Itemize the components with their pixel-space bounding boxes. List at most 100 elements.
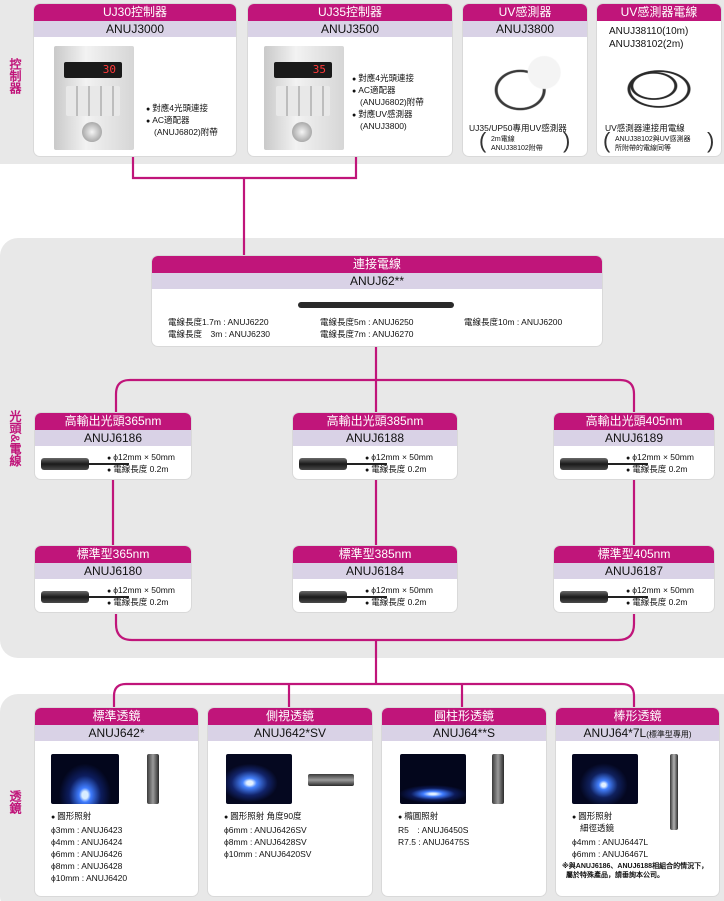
head-spec: 電線長度 0.2m bbox=[365, 596, 426, 610]
uv-cable-note: 所附帶的電線同等 bbox=[615, 145, 671, 152]
head-name: 標準型365nm bbox=[35, 546, 191, 563]
controller-note: (ANUJ6802)附帶 bbox=[154, 127, 218, 137]
cable-length: 電線長度5m : ANUJ6250 bbox=[320, 317, 414, 327]
controller-display: 30 bbox=[64, 62, 122, 78]
controller-name: UJ35控制器 bbox=[248, 4, 452, 21]
side-label-controller: 控制器 bbox=[8, 58, 22, 94]
controller-note: (ANUJ6802)附帶 bbox=[360, 97, 424, 107]
cable-length: 電線長度10m : ANUJ6200 bbox=[464, 317, 563, 327]
uv-sensor-cable-card[interactable]: UV感測器電線 ANUJ38110(10m) ANUJ38102(2m) UV感… bbox=[597, 4, 721, 156]
head-image bbox=[560, 458, 648, 470]
lens-code-row: ANUJ64*7L(標準型專用) bbox=[556, 725, 719, 741]
controller-code: ANUJ3500 bbox=[248, 21, 452, 37]
lens-line: 圓形照射 bbox=[572, 810, 612, 824]
head-spec: 電線長度 0.2m bbox=[107, 463, 168, 477]
lens-code: ANUJ642* bbox=[35, 725, 198, 741]
cable-length: 電線長度7m : ANUJ6270 bbox=[320, 329, 414, 339]
head-code: ANUJ6187 bbox=[554, 563, 714, 579]
head-spec: 電線長度 0.2m bbox=[365, 463, 426, 477]
head-image bbox=[299, 591, 387, 603]
uv-sensor-note: ANUJ38102附帶 bbox=[491, 145, 543, 152]
lens-line: ϕ6mm : ANUJ6426 bbox=[51, 849, 123, 859]
lens-name: 標準透鏡 bbox=[35, 708, 198, 725]
controller-display: 35 bbox=[274, 62, 332, 78]
uv-cable-code: ANUJ38110(10m) bbox=[609, 26, 689, 37]
head-code: ANUJ6189 bbox=[554, 430, 714, 446]
paren-close-icon: ) bbox=[563, 128, 571, 153]
uv-sensor-note: UJ35/UP50專用UV感測器 bbox=[469, 123, 567, 133]
head-spec: ϕ12mm × 50mm bbox=[107, 451, 175, 465]
head-card-std-385[interactable]: 標準型385nm ANUJ6184 ϕ12mm × 50mm 電線長度 0.2m bbox=[293, 546, 457, 612]
head-card-hp-385[interactable]: 高輸出光頭385nm ANUJ6188 ϕ12mm × 50mm 電線長度 0.… bbox=[293, 413, 457, 479]
lens-product-photo bbox=[492, 754, 504, 804]
lens-product-photo bbox=[147, 754, 159, 804]
lens-line: 橢圓照射 bbox=[398, 810, 438, 824]
controller-card-uj30[interactable]: UJ30控制器 ANUJ3000 30 對應4光頭連接 AC適配器 (ANUJ6… bbox=[34, 4, 236, 156]
head-name: 標準型405nm bbox=[554, 546, 714, 563]
head-spec: 電線長度 0.2m bbox=[626, 463, 687, 477]
head-spec: ϕ12mm × 50mm bbox=[365, 584, 433, 598]
head-name: 高輸出光頭385nm bbox=[293, 413, 457, 430]
lens-code: ANUJ64*7L bbox=[583, 726, 647, 740]
cable-length: 電線長度1.7m : ANUJ6220 bbox=[168, 317, 269, 327]
head-image bbox=[299, 458, 387, 470]
head-card-std-365[interactable]: 標準型365nm ANUJ6180 ϕ12mm × 50mm 電線長度 0.2m bbox=[35, 546, 191, 612]
lens-line: 圓形照射 角度90度 bbox=[224, 810, 301, 824]
controller-card-uj35[interactable]: UJ35控制器 ANUJ3500 35 對應4光頭連接 AC適配器 (ANUJ6… bbox=[248, 4, 452, 156]
lens-note: ※與ANUJ6186、ANUJ6188相組合的情況下， bbox=[562, 863, 709, 870]
lens-code: ANUJ64**S bbox=[382, 725, 546, 741]
uv-sensor-photo bbox=[477, 48, 573, 118]
controller-note: (ANUJ3800) bbox=[360, 121, 407, 131]
paren-close-icon: ) bbox=[707, 128, 715, 153]
lens-card-standard[interactable]: 標準透鏡 ANUJ642* 圓形照射 ϕ3mm : ANUJ6423 ϕ4mm … bbox=[35, 708, 198, 896]
controller-keypad bbox=[276, 86, 330, 116]
lens-beam-photo bbox=[226, 754, 292, 804]
uv-cable-note: UV感測器連接用電線 bbox=[605, 123, 685, 133]
head-code: ANUJ6184 bbox=[293, 563, 457, 579]
uv-sensor-note: 2m電線 bbox=[491, 136, 515, 143]
uv-sensor-card[interactable]: UV感測器 ANUJ3800 UJ35/UP50專用UV感測器 ( 2m電線 A… bbox=[463, 4, 587, 156]
lens-line: ϕ8mm : ANUJ6428 bbox=[51, 861, 123, 871]
controller-code: ANUJ3000 bbox=[34, 21, 236, 37]
head-spec: 電線長度 0.2m bbox=[626, 596, 687, 610]
head-card-std-405[interactable]: 標準型405nm ANUJ6187 ϕ12mm × 50mm 電線長度 0.2m bbox=[554, 546, 714, 612]
head-name: 高輸出光頭405nm bbox=[554, 413, 714, 430]
controller-join-line bbox=[131, 156, 358, 180]
head-spec: ϕ12mm × 50mm bbox=[626, 451, 694, 465]
controller-note: AC適配器 bbox=[146, 114, 189, 128]
paren-open-icon: ( bbox=[479, 128, 487, 153]
uv-sensor-code: ANUJ3800 bbox=[463, 21, 587, 37]
lens-code-suffix: (標準型專用) bbox=[646, 730, 692, 739]
controller-note: 對應4光頭連接 bbox=[146, 102, 208, 116]
head-card-hp-365[interactable]: 高輸出光頭365nm ANUJ6186 ϕ12mm × 50mm 電線長度 0.… bbox=[35, 413, 191, 479]
uv-cable-code2: ANUJ38102(2m) bbox=[609, 39, 684, 50]
lens-line: 細徑透鏡 bbox=[580, 823, 615, 833]
cable-name: 連接電線 bbox=[152, 256, 602, 273]
uv-cable-photo bbox=[607, 58, 711, 120]
lens-line: R5 : ANUJ6450S bbox=[398, 825, 469, 835]
head-code: ANUJ6188 bbox=[293, 430, 457, 446]
lens-card-cylindrical[interactable]: 圓柱形透鏡 ANUJ64**S 橢圓照射 R5 : ANUJ6450S R7.5… bbox=[382, 708, 546, 896]
lens-line: ϕ6mm : ANUJ6426SV bbox=[224, 825, 307, 835]
cable-card[interactable]: 連接電線 ANUJ62** 電線長度1.7m : ANUJ6220 電線長度 3… bbox=[152, 256, 602, 346]
lens-card-side-view[interactable]: 側視透鏡 ANUJ642*SV 圓形照射 角度90度 ϕ6mm : ANUJ64… bbox=[208, 708, 372, 896]
lens-name: 圓柱形透鏡 bbox=[382, 708, 546, 725]
head-card-hp-405[interactable]: 高輸出光頭405nm ANUJ6189 ϕ12mm × 50mm 電線長度 0.… bbox=[554, 413, 714, 479]
lens-card-rod[interactable]: 棒形透鏡 ANUJ64*7L(標準型專用) 圓形照射 細徑透鏡 ϕ4mm : A… bbox=[556, 708, 719, 896]
head-spec: ϕ12mm × 50mm bbox=[626, 584, 694, 598]
head-name: 高輸出光頭365nm bbox=[35, 413, 191, 430]
side-label-lens: 透鏡 bbox=[8, 790, 22, 814]
lens-line: ϕ8mm : ANUJ6428SV bbox=[224, 837, 307, 847]
lens-line: R7.5 : ANUJ6475S bbox=[398, 837, 470, 847]
lens-name: 側視透鏡 bbox=[208, 708, 372, 725]
paren-open-icon: ( bbox=[603, 128, 611, 153]
controller-note: AC適配器 bbox=[352, 84, 395, 98]
lens-product-photo bbox=[308, 774, 354, 786]
lens-line: ϕ4mm : ANUJ6424 bbox=[51, 837, 123, 847]
head-collect-line bbox=[114, 614, 636, 642]
head-image bbox=[560, 591, 648, 603]
controller-note: 對應UV感測器 bbox=[352, 108, 412, 122]
controller-name: UJ30控制器 bbox=[34, 4, 236, 21]
